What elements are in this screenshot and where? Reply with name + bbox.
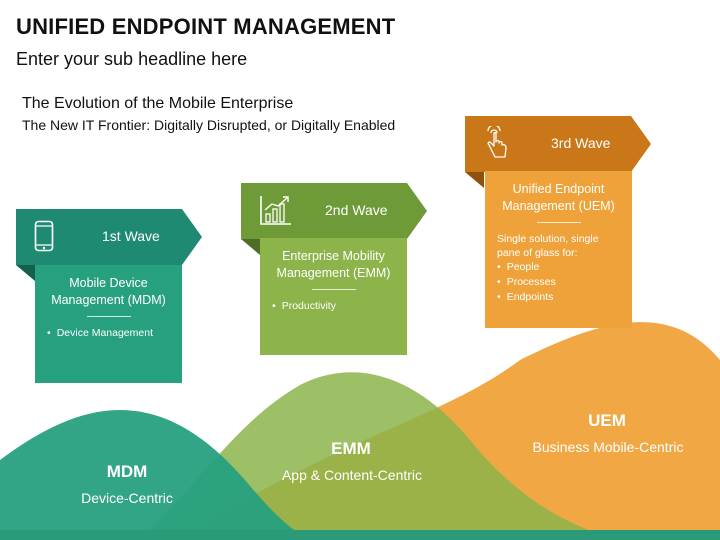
evolution-subtitle: The New IT Frontier: Digitally Disrupted… [22,117,396,133]
mdm-wave-subtitle: Device-Centric [81,490,173,506]
mdm-wave-title: MDM [106,462,148,481]
stage-1-divider [86,316,131,317]
emm-wave-title: EMM [331,439,371,458]
stage-3-bullets: People Processes Endpoints [485,260,632,305]
stage-2-banner: 2nd Wave [241,183,427,255]
stage-3-bullet: Endpoints [497,290,632,305]
stage-1-label: 1st Wave [102,228,160,244]
touch-hand-icon [487,126,507,158]
stage-1-box: Mobile Device Management (MDM) Device Ma… [35,265,182,383]
stage-2-bullet: Productivity [272,299,407,314]
stage-1-name: Mobile Device Management (MDM) [51,276,166,307]
stage-1-bullets: Device Management [35,326,182,341]
emm-wave-subtitle: App & Content-Centric [281,467,423,483]
stage-3-banner: 3rd Wave [465,116,651,188]
mdm-hill [0,410,310,540]
stage-3-bullet: People [497,260,632,275]
evolution-title: The Evolution of the Mobile Enterprise [22,95,294,112]
stage-3-bullet: Processes [497,275,632,290]
sub-headline: Enter your sub headline here [16,49,248,69]
stage-3-divider [536,222,581,223]
smartphone-icon [34,220,54,252]
bottom-accent-bar [0,530,720,540]
stage-2-name: Enterprise Mobility Management (EMM) [276,249,391,280]
stage-2-label: 2nd Wave [325,202,388,218]
stage-2-bullets: Productivity [260,299,407,314]
stage-1-banner: 1st Wave [16,209,202,281]
stage-1-bullet: Device Management [47,326,182,341]
stage-3-name: Unified Endpoint Management (UEM) [502,182,615,213]
stage-3-label: 3rd Wave [551,135,611,151]
growth-chart-icon [260,196,291,225]
stage-3-box: Unified Endpoint Management (UEM) Single… [485,171,632,328]
uem-wave-title: UEM [588,411,626,430]
stage-3-intro: Single solution, single pane of glass fo… [497,233,599,259]
stage-2-divider [311,289,356,290]
stage-2-box: Enterprise Mobility Management (EMM) Pro… [260,238,407,355]
uem-wave-subtitle: Business Mobile-Centric [532,439,684,455]
slide-title: UNIFIED ENDPOINT MANAGEMENT [16,14,396,39]
